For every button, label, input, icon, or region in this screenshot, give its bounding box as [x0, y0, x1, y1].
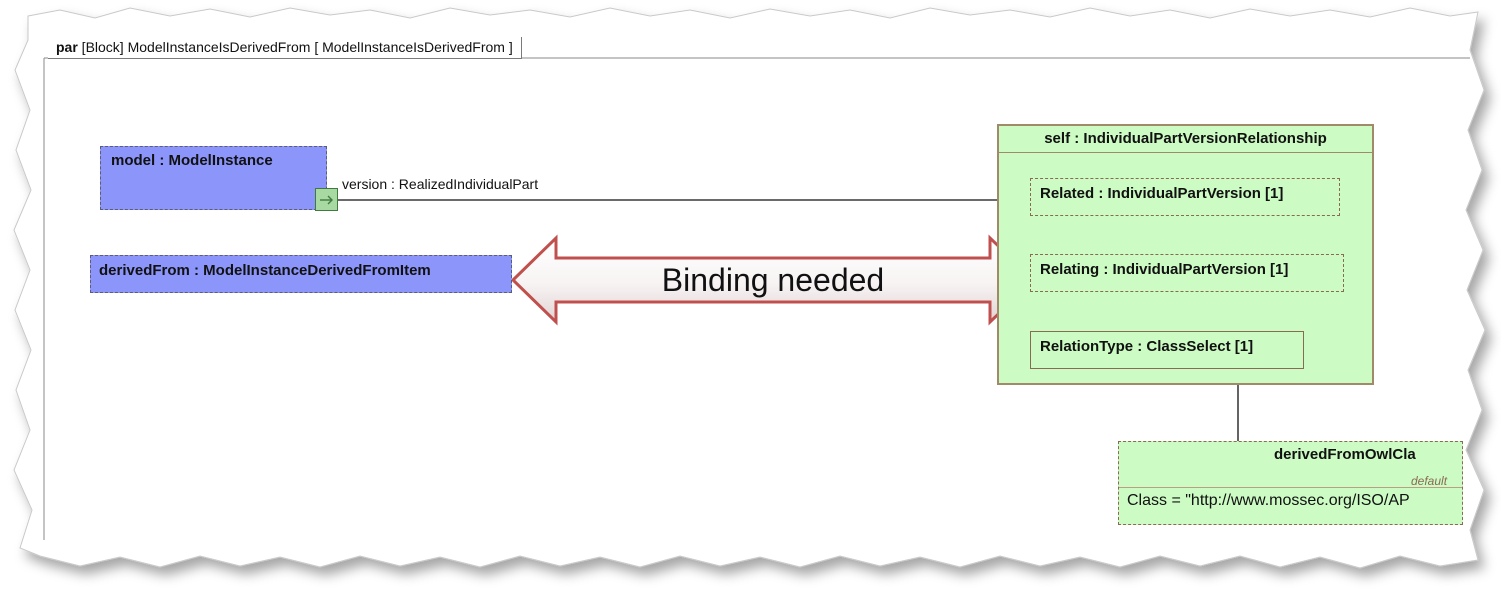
- owl-class-label: derivedFromOwlCla: [1274, 446, 1416, 463]
- property-relation-type[interactable]: RelationType : ClassSelect [1]: [1030, 331, 1304, 369]
- part-self-label: self : IndividualPartVersionRelationship: [999, 126, 1372, 153]
- frame-name: [Block] ModelInstanceIsDerivedFrom [ Mod…: [77, 39, 513, 55]
- connector-label: version : RealizedIndividualPart: [342, 176, 539, 192]
- owl-class-stereotype: default: [1411, 474, 1448, 488]
- property-related[interactable]: Related : IndividualPartVersion [1]: [1030, 178, 1340, 216]
- callout-text: Binding needed: [661, 262, 885, 298]
- arrow-right-icon: [320, 195, 333, 205]
- owl-class-value: Class = "http://www.mossec.org/ISO/AP: [1127, 492, 1410, 509]
- part-model-label: model : ModelInstance: [111, 152, 273, 169]
- part-derived-from[interactable]: derivedFrom : ModelInstanceDerivedFromIt…: [90, 255, 512, 293]
- part-model-instance[interactable]: model : ModelInstance: [100, 146, 327, 210]
- port-version[interactable]: [315, 188, 338, 211]
- part-derived-from-owl-class[interactable]: derivedFromOwlCla default Class = "http:…: [1118, 441, 1463, 525]
- frame-keyword: par: [56, 39, 78, 55]
- part-derived-from-label: derivedFrom : ModelInstanceDerivedFromIt…: [99, 262, 431, 279]
- property-relating[interactable]: Relating : IndividualPartVersion [1]: [1030, 254, 1344, 292]
- diagram-frame-header: par [Block] ModelInstanceIsDerivedFrom […: [48, 37, 522, 59]
